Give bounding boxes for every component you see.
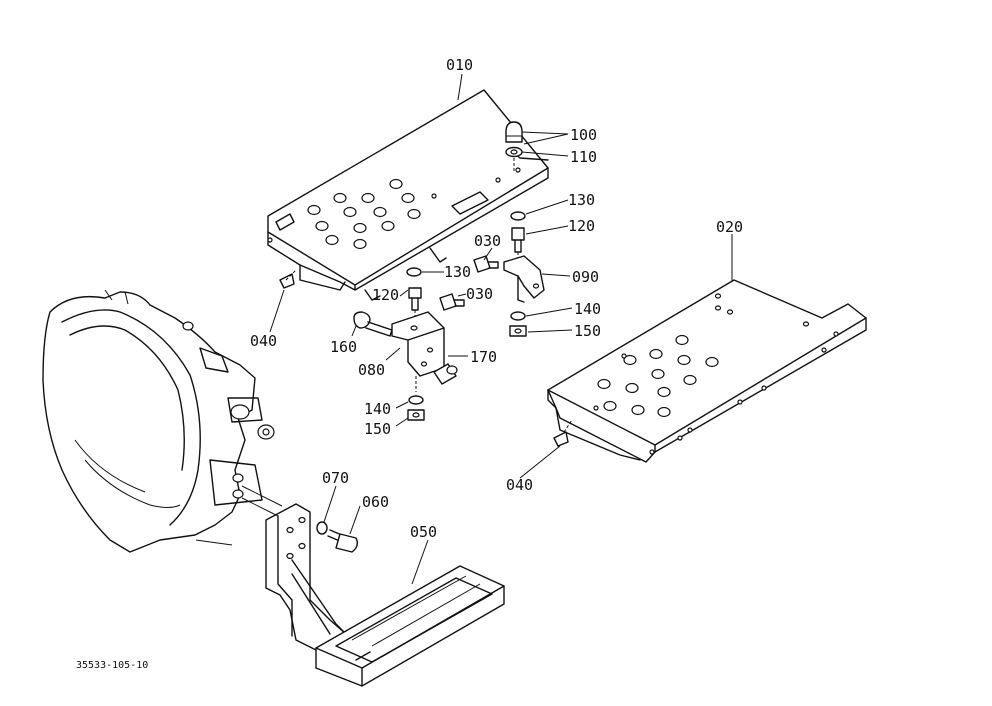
callout-120-center: 120 xyxy=(372,286,399,304)
lower-step-assembly xyxy=(241,485,505,687)
callout-100: 100 xyxy=(570,126,597,144)
leader-lines xyxy=(269,73,733,585)
callout-090: 090 xyxy=(572,268,599,286)
callout-150-center: 150 xyxy=(364,420,391,438)
reference-code: 35533-105-10 xyxy=(76,660,148,671)
callout-130-center: 130 xyxy=(444,263,471,281)
callout-030-center: 030 xyxy=(466,285,493,303)
callout-050: 050 xyxy=(410,523,437,541)
callout-040-left: 040 xyxy=(250,332,277,350)
transmission-housing xyxy=(42,289,275,553)
callout-160: 160 xyxy=(330,338,357,356)
plate-010-holes xyxy=(267,167,521,250)
callout-040-right: 040 xyxy=(506,476,533,494)
callout-140-center: 140 xyxy=(364,400,391,418)
callout-120-right: 120 xyxy=(568,217,595,235)
step-plate-010 xyxy=(267,89,549,301)
callout-080: 080 xyxy=(358,361,385,379)
callout-110: 110 xyxy=(570,148,597,166)
callout-130-right: 130 xyxy=(568,191,595,209)
callout-010: 010 xyxy=(446,56,473,74)
callout-labels: 010 100 110 130 120 030 090 130 120 030 … xyxy=(76,56,743,671)
hardware-upper xyxy=(279,121,545,421)
callout-060: 060 xyxy=(362,493,389,511)
plate-020-holes xyxy=(593,293,839,455)
callout-150-right: 150 xyxy=(574,322,601,340)
callout-020: 020 xyxy=(716,218,743,236)
callout-170: 170 xyxy=(470,348,497,366)
callout-030-right: 030 xyxy=(474,232,501,250)
callout-070: 070 xyxy=(322,469,349,487)
callout-140-right: 140 xyxy=(574,300,601,318)
step-plate-020 xyxy=(547,279,867,463)
